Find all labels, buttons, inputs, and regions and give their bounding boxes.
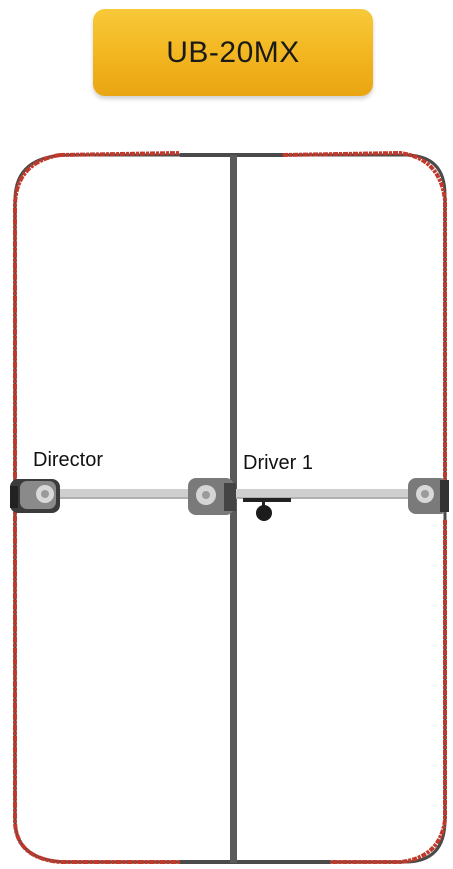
driver-1-label: Driver 1	[243, 452, 313, 475]
frame-red-right-bottom	[330, 520, 445, 862]
frame-red-top-right	[283, 153, 445, 480]
director-motor-icon	[10, 479, 60, 513]
director-label: Director	[33, 449, 103, 472]
end-motor-icon	[408, 478, 449, 514]
driver-motor-icon	[188, 478, 236, 515]
center-pulley-icon	[243, 498, 291, 521]
